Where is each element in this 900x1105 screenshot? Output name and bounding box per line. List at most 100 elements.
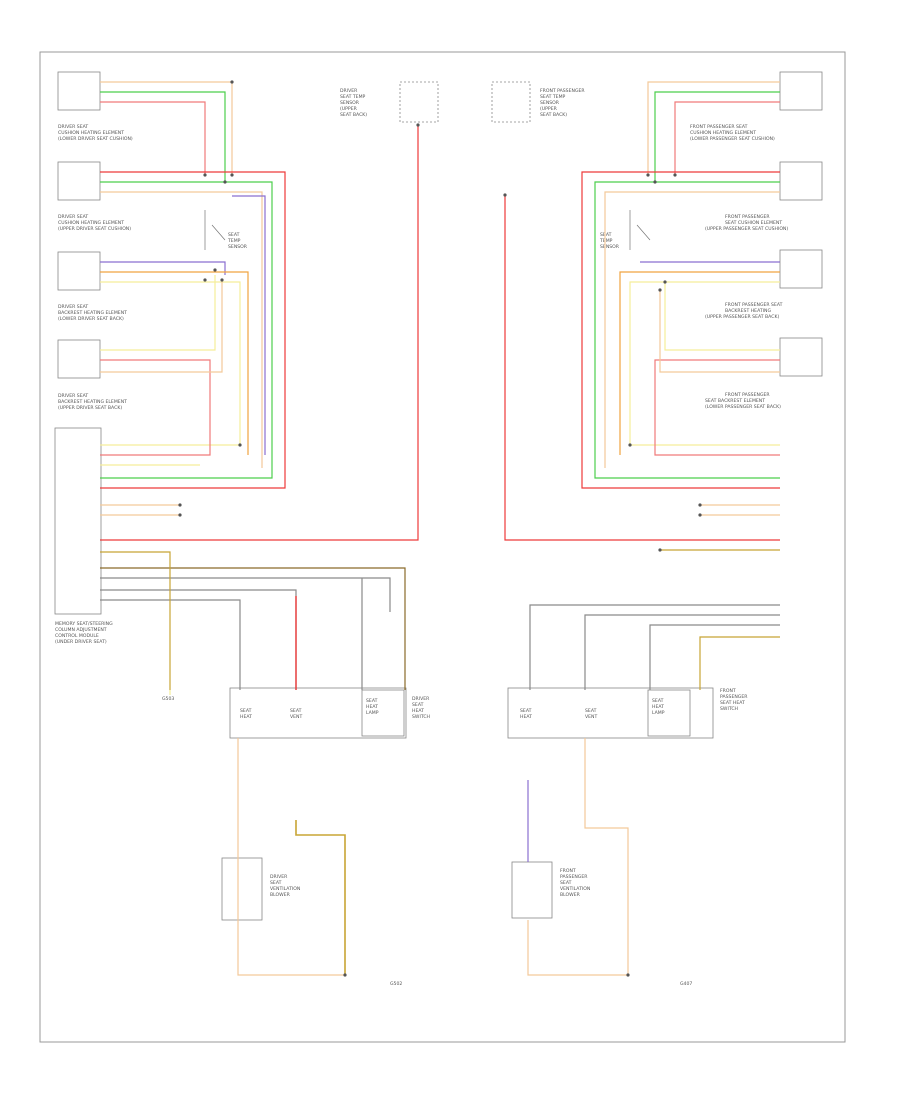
wire-gray-20 [100, 599, 241, 690]
wire-red-39 [504, 195, 780, 541]
wire-orange_yellow-8 [100, 271, 249, 455]
junction-dot [230, 173, 234, 177]
svg-text:SEAT: SEAT [585, 708, 597, 714]
svg-text:DRIVER: DRIVER [412, 696, 430, 702]
svg-text:FRONT: FRONT [720, 688, 736, 694]
wire-pale_orange-5 [100, 191, 263, 468]
junction-dot [628, 443, 632, 447]
junction-dot [698, 503, 702, 507]
svg-text:(UPPER: (UPPER [340, 106, 358, 112]
svg-text:MEMORY SEAT/STEERING: MEMORY SEAT/STEERING [55, 621, 113, 627]
svg-text:SWITCH: SWITCH [720, 706, 738, 712]
svg-text:(LOWER DRIVER SEAT CUSHION): (LOWER DRIVER SEAT CUSHION) [58, 136, 133, 142]
wire-gray-41 [584, 614, 780, 690]
svg-text:SWITCH: SWITCH [412, 714, 430, 720]
svg-text:(LOWER PASSENGER SEAT CUSHION): (LOWER PASSENGER SEAT CUSHION) [690, 136, 775, 142]
wire-brown_yellow-24 [295, 820, 346, 975]
svg-text:SEAT: SEAT [270, 880, 282, 886]
wire-pale_orange-36 [659, 290, 780, 373]
svg-text:LAMP: LAMP [652, 710, 665, 716]
svg-text:SEAT: SEAT [600, 232, 612, 238]
svg-text:(UNDER DRIVER SEAT): (UNDER DRIVER SEAT) [55, 639, 107, 645]
wire-pale_yellow-34 [664, 282, 780, 351]
wire-gray-42 [649, 624, 780, 690]
driver-seat-cushion-heater: DRIVER SEAT CUSHION HEATING ELEMENT (LOW… [57, 71, 133, 142]
wire-pink-27 [674, 101, 780, 175]
junction-dot [213, 268, 217, 272]
junction-dot [673, 173, 677, 177]
svg-text:HEAT: HEAT [366, 704, 378, 710]
svg-text:SEAT BACK): SEAT BACK) [340, 112, 367, 118]
svg-text:CUSHION HEATING ELEMENT: CUSHION HEATING ELEMENT [690, 130, 756, 136]
passenger-seat-temp-sensor: FRONT PASSENGER SEAT TEMP SENSOR (UPPER … [491, 81, 585, 123]
svg-text:(UPPER PASSENGER SEAT CUSHION): (UPPER PASSENGER SEAT CUSHION) [705, 226, 788, 232]
svg-text:(UPPER: (UPPER [540, 106, 558, 112]
wire-pale_orange-47 [584, 738, 629, 975]
svg-text:BACKREST HEATING ELEMENT: BACKREST HEATING ELEMENT [58, 399, 127, 405]
svg-text:FRONT PASSENGER: FRONT PASSENGER [540, 88, 585, 94]
junction-dot [416, 123, 420, 127]
svg-text:SEAT BACK): SEAT BACK) [540, 112, 567, 118]
wire-pink-11 [100, 359, 211, 456]
svg-text:CUSHION HEATING ELEMENT: CUSHION HEATING ELEMENT [58, 220, 124, 226]
driver-seat-temp-sensor: DRIVER SEAT TEMP SENSOR (UPPER SEAT BACK… [340, 81, 439, 123]
svg-text:BLOWER: BLOWER [270, 892, 291, 898]
passenger-seat-heating-switch: SEAT HEAT SEAT VENT SEAT HEAT LAMP FRONT… [507, 687, 748, 739]
svg-text:DRIVER: DRIVER [270, 874, 288, 880]
svg-text:SEAT TEMP: SEAT TEMP [540, 94, 566, 100]
svg-text:(LOWER PASSENGER SEAT BACK): (LOWER PASSENGER SEAT BACK) [705, 404, 781, 410]
junction-dot [220, 278, 224, 282]
svg-text:(LOWER DRIVER SEAT BACK): (LOWER DRIVER SEAT BACK) [58, 316, 124, 322]
junction-dot [343, 973, 347, 977]
svg-text:SEAT: SEAT [520, 708, 532, 714]
svg-text:DRIVER: DRIVER [340, 88, 358, 94]
svg-text:SEAT TEMP: SEAT TEMP [340, 94, 366, 100]
svg-text:VENT: VENT [585, 714, 597, 720]
svg-text:LAMP: LAMP [366, 710, 379, 716]
passenger-seat-temp-switch: SEAT TEMP SENSOR [599, 210, 651, 250]
wire-violet-7 [100, 261, 226, 275]
driver-seat-back-heater-upper: DRIVER SEAT BACKREST HEATING ELEMENT (UP… [57, 339, 127, 411]
junction-dot [658, 288, 662, 292]
driver-seat-backrest-heater: DRIVER SEAT CUSHION HEATING ELEMENT (UPP… [57, 161, 131, 232]
svg-text:COLUMN ADJUSTMENT: COLUMN ADJUSTMENT [55, 627, 107, 633]
svg-text:(UPPER PASSENGER SEAT BACK): (UPPER PASSENGER SEAT BACK) [705, 314, 779, 320]
svg-text:SEAT BACKREST ELEMENT: SEAT BACKREST ELEMENT [705, 398, 765, 404]
wire-red-3 [100, 171, 286, 489]
svg-text:SEAT: SEAT [240, 708, 252, 714]
wire-green-26 [654, 91, 780, 182]
junction-dot [238, 443, 242, 447]
wire-pale_orange-25 [647, 81, 780, 175]
junction-dot [653, 180, 657, 184]
svg-text:HEAT: HEAT [652, 704, 664, 710]
svg-text:BLOWER: BLOWER [560, 892, 581, 898]
wire-brown_yellow-43 [699, 636, 780, 690]
passenger-seat-cushion-heater: FRONT PASSENGER SEAT CUSHION HEATING ELE… [690, 71, 823, 142]
diagram-frame [39, 51, 846, 1043]
junction-dot [663, 280, 667, 284]
svg-text:CONTROL MODULE: CONTROL MODULE [55, 633, 99, 639]
passenger-seat-back-heater-upper: FRONT PASSENGER SEAT BACKREST ELEMENT (L… [705, 337, 823, 410]
wire-pale_orange-30 [604, 191, 780, 468]
svg-text:PASSENGER: PASSENGER [560, 874, 588, 880]
junction-dot [646, 173, 650, 177]
svg-text:SENSOR: SENSOR [600, 244, 620, 250]
passenger-seat-back-heater-lower: FRONT PASSENGER SEAT BACKREST HEATING (U… [705, 249, 823, 320]
svg-text:DRIVER SEAT: DRIVER SEAT [58, 304, 88, 310]
driver-seat-heating-switch: SEAT HEAT SEAT VENT SEAT HEAT LAMP DRIVE… [229, 687, 430, 739]
wire-pale_yellow-10 [100, 275, 216, 351]
ground-label-driver: G502 [390, 981, 402, 987]
svg-text:FRONT PASSENGER: FRONT PASSENGER [725, 392, 770, 398]
svg-text:SEAT HEAT: SEAT HEAT [720, 700, 745, 706]
memory-seat-control-module: MEMORY SEAT/STEERING COLUMN ADJUSTMENT C… [54, 427, 113, 645]
wire-pale_orange-12 [100, 280, 223, 373]
svg-text:DRIVER SEAT: DRIVER SEAT [58, 214, 88, 220]
wire-green-4 [100, 181, 273, 479]
wire-pink-35 [654, 359, 780, 456]
wire-gray-40 [529, 604, 780, 690]
svg-text:SENSOR: SENSOR [228, 244, 248, 250]
wire-violet-6 [232, 195, 266, 455]
wire-red-16 [100, 125, 419, 541]
wire-gray-18 [100, 577, 391, 690]
